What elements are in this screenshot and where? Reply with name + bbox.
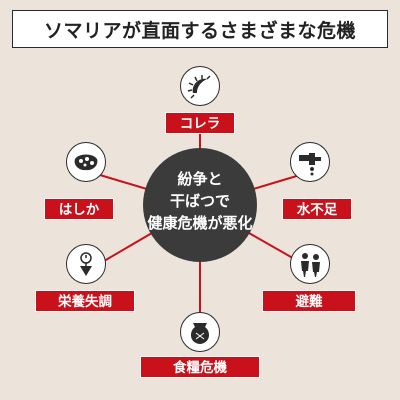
center-message: 紛争と 干ばつで 健康危機が悪化: [130, 168, 270, 234]
food-sack-icon: [180, 312, 220, 352]
bacteria-icon: [180, 66, 220, 106]
node-label-cholera: コレラ: [165, 112, 235, 134]
weighing-scale-child-icon: [66, 244, 106, 284]
measles-virus-icon: [66, 142, 106, 182]
node-label-displacement: 避難: [262, 290, 356, 312]
center-line-2: 干ばつで: [169, 192, 230, 210]
node-label-food-crisis: 食糧危機: [140, 356, 260, 378]
center-line-1: 紛争と: [177, 170, 223, 188]
node-label-water-shortage: 水不足: [282, 198, 352, 220]
center-circle: [143, 148, 257, 262]
node-label-malnutrition: 栄養失調: [35, 290, 135, 312]
water-tap-icon: [290, 142, 330, 182]
page-title: ソマリアが直面するさまざまな危機: [12, 10, 388, 48]
node-label-measles: はしか: [44, 198, 114, 220]
center-line-3: 健康危機が悪化: [147, 214, 253, 232]
displaced-people-icon: [290, 244, 330, 284]
